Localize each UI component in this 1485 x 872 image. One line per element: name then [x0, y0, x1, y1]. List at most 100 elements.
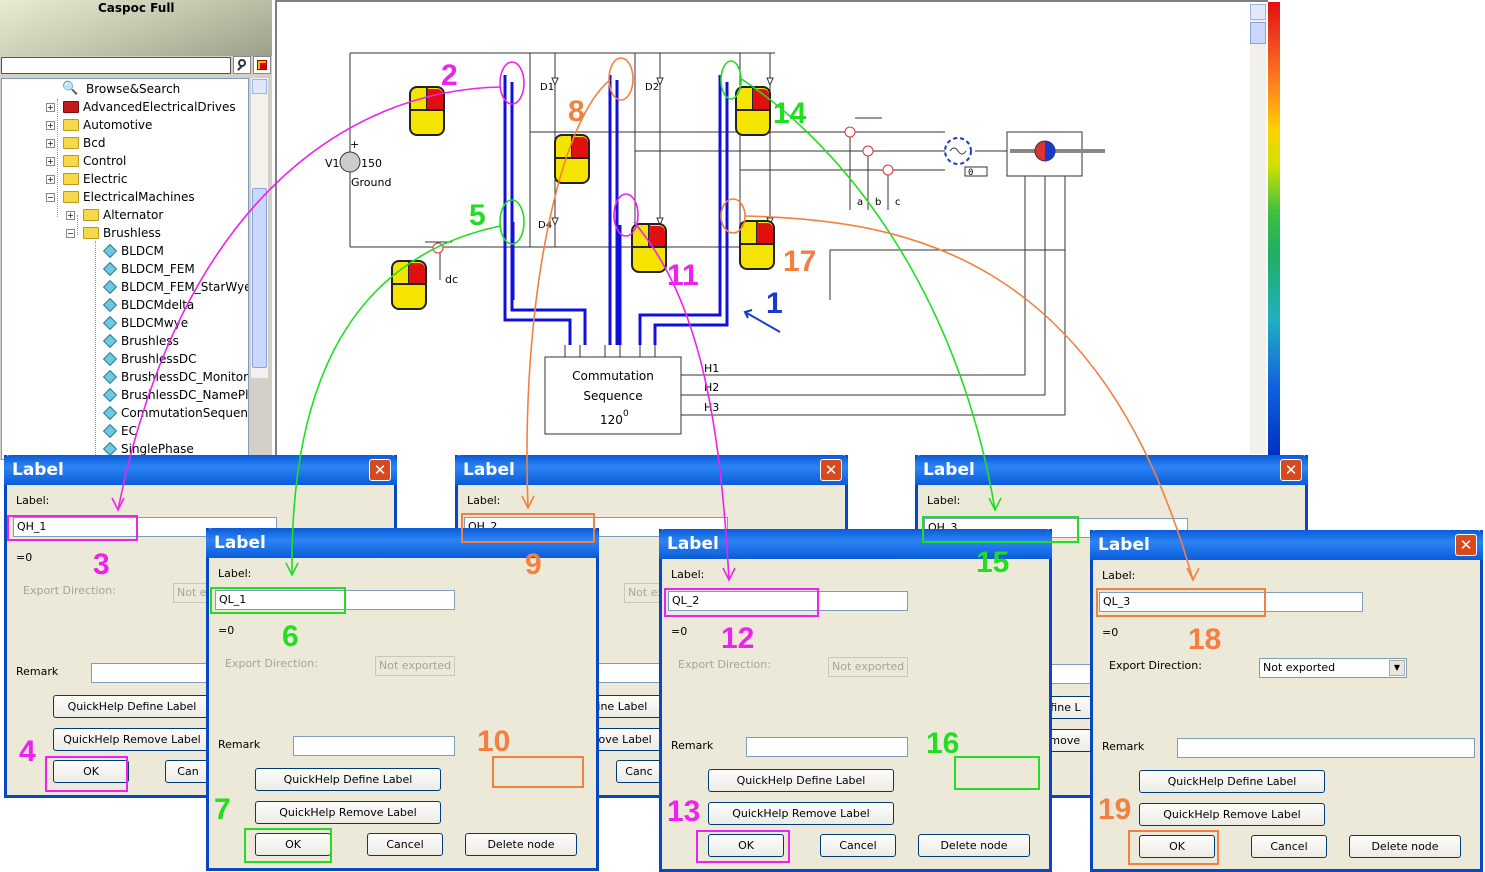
commutation-title: Commutation — [572, 369, 654, 383]
close-icon[interactable]: ✕ — [369, 459, 391, 481]
step-number-11: 11 — [667, 259, 699, 292]
highlight-ql2-input — [664, 588, 819, 617]
step-number-7: 7 — [214, 793, 231, 826]
ok-button[interactable]: OK — [53, 760, 129, 783]
hall-label-h1: H1 — [704, 362, 719, 375]
value-text: =0 — [16, 551, 33, 564]
scope-area — [1280, 0, 1485, 460]
mouse-icon — [554, 134, 590, 184]
export-caption: Export Direction: — [1109, 659, 1202, 672]
export-select[interactable]: Not exported ▼ — [1259, 658, 1407, 678]
cancel-button[interactable]: Canc — [616, 760, 662, 783]
dialog-title: Label — [214, 533, 266, 553]
export-caption: Export Direction: — [23, 584, 116, 597]
commutation-angle: 120 — [600, 413, 623, 427]
label-caption: Label: — [16, 494, 50, 507]
highlight-qh2-ok — [492, 756, 584, 788]
highlight-qh3-input — [922, 516, 1079, 543]
close-icon[interactable]: ✕ — [1280, 459, 1302, 481]
source-value: 150 — [361, 157, 382, 170]
dialog-titlebar[interactable]: Label ✕ — [915, 455, 1308, 485]
commutation-subtitle: Sequence — [583, 389, 642, 403]
expand-icon[interactable]: + — [46, 121, 55, 130]
step-number-17: 17 — [783, 245, 817, 278]
folder-icon — [83, 227, 99, 239]
quickhelp-define-button[interactable]: QuickHelp Define Label — [1139, 770, 1325, 793]
quickhelp-define-button[interactable]: QuickHelp Define Label — [255, 768, 441, 791]
folder-icon — [63, 173, 79, 185]
phase-label-c: c — [895, 197, 901, 208]
remark-input[interactable] — [746, 737, 908, 757]
ok-button[interactable]: OK — [1139, 835, 1215, 858]
ok-button[interactable]: OK — [255, 833, 331, 856]
step-number-12: 12 — [721, 622, 755, 655]
step-number-16: 16 — [926, 727, 960, 760]
mouse-icon — [409, 86, 445, 136]
label-input[interactable]: QL_3 — [1099, 592, 1363, 612]
filter-button[interactable] — [253, 56, 271, 74]
dialog-titlebar[interactable]: Label ✕ — [455, 455, 848, 485]
step-number-4: 4 — [19, 735, 36, 768]
collapse-icon[interactable]: − — [66, 229, 75, 238]
scroll-thumb[interactable] — [1250, 22, 1266, 44]
quickhelp-remove-button[interactable]: QuickHelp Remove Label — [708, 802, 894, 825]
cancel-button[interactable]: Cancel — [1251, 835, 1327, 858]
quickhelp-remove-button[interactable]: QuickHelp Remove Label — [53, 728, 211, 751]
remark-input[interactable] — [1177, 738, 1475, 758]
quickhelp-remove-button[interactable]: QuickHelp Remove Label — [255, 801, 441, 824]
expand-icon[interactable]: + — [46, 139, 55, 148]
quickhelp-remove-button[interactable]: QuickHelp Remove Label — [1139, 803, 1325, 826]
library-search-input[interactable] — [1, 57, 231, 74]
expand-icon[interactable]: + — [46, 175, 55, 184]
export-select[interactable]: Not ex — [624, 583, 664, 603]
highlight-ql1-ok — [244, 828, 332, 863]
expand-icon[interactable]: + — [46, 103, 55, 112]
scroll-up-button[interactable] — [1250, 4, 1266, 20]
highlight-ql2-ok — [696, 830, 790, 863]
mouse-icon — [631, 223, 667, 273]
cancel-button[interactable]: Cancel — [820, 834, 896, 857]
binoculars-icon: 🔍 — [62, 81, 79, 96]
step-number-15: 15 — [976, 546, 1010, 579]
label-input[interactable]: QL_1 — [215, 590, 455, 610]
dialog-titlebar[interactable]: Label ✕ — [1090, 530, 1483, 560]
mouse-icon — [735, 86, 771, 136]
cancel-button[interactable]: Cancel — [367, 833, 443, 856]
export-select[interactable]: Not exported — [375, 656, 455, 676]
quickhelp-define-button[interactable]: QuickHelp Define Label — [53, 695, 211, 718]
expand-icon[interactable]: + — [46, 157, 55, 166]
export-caption: Export Direction: — [225, 657, 318, 670]
step-number-6: 6 — [282, 620, 299, 653]
label-dialog-ql3: Label ✕ Label: QL_3 =0 Export Direction:… — [1090, 530, 1483, 872]
hall-label-h2: H2 — [704, 381, 719, 394]
phase-label-b: b — [875, 197, 881, 208]
remark-input[interactable] — [293, 736, 455, 756]
delete-node-button[interactable]: Delete node — [465, 833, 577, 856]
remark-input[interactable] — [91, 663, 211, 683]
search-button[interactable] — [233, 56, 251, 74]
remark-caption: Remark — [16, 665, 59, 678]
collapse-icon[interactable]: − — [46, 193, 55, 202]
cancel-button[interactable]: Can — [165, 760, 211, 783]
ok-button[interactable]: OK — [708, 834, 784, 857]
panel-banner: Caspoc Full — [0, 0, 272, 56]
step-number-3: 3 — [93, 548, 110, 581]
expand-icon[interactable]: + — [66, 211, 75, 220]
export-select[interactable]: Not exported — [828, 657, 908, 677]
current-sensor-label: dc — [445, 273, 458, 286]
mouse-icon — [739, 220, 775, 270]
close-icon[interactable]: ✕ — [1455, 534, 1477, 556]
label-input[interactable]: QL_2 — [668, 591, 908, 611]
app-title: Caspoc Full — [98, 1, 175, 15]
delete-node-button[interactable]: Delete node — [1349, 835, 1461, 858]
dialog-title: Label — [923, 460, 975, 480]
step-number-5: 5 — [469, 199, 486, 232]
dialog-titlebar[interactable]: Label ✕ — [4, 455, 397, 485]
delete-node-button[interactable]: Delete node — [918, 834, 1030, 857]
close-icon[interactable]: ✕ — [820, 459, 842, 481]
chevron-down-icon[interactable]: ▼ — [1389, 660, 1405, 676]
canvas-scrollbar[interactable] — [1250, 4, 1266, 454]
folder-icon — [63, 137, 79, 149]
switch-label-d2: D2 — [645, 82, 659, 93]
quickhelp-define-button[interactable]: QuickHelp Define Label — [708, 769, 894, 792]
